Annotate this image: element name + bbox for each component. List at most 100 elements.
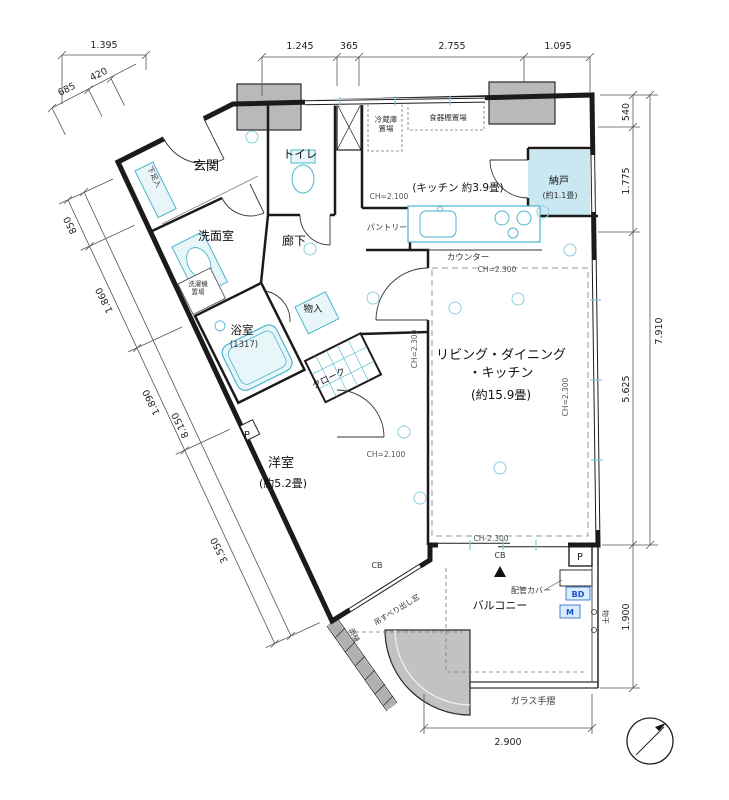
room-label-ldk-2: ・キッチン bbox=[468, 366, 533, 381]
bd-box bbox=[565, 586, 591, 601]
dim-left-1: 850 bbox=[62, 215, 80, 236]
label-cb-left: CB bbox=[371, 561, 382, 570]
room-label-hallway: 廊下 bbox=[282, 233, 306, 248]
label-meter: M bbox=[566, 608, 574, 617]
entrance-door-arc bbox=[163, 138, 225, 165]
hatched-wall-strip bbox=[326, 617, 398, 712]
ch-living-bottom: CH-2.300 bbox=[473, 534, 508, 543]
dim-top-3: 2.755 bbox=[438, 41, 465, 52]
cloak-closet bbox=[303, 331, 383, 404]
room-label-washroom: 洗面室 bbox=[198, 228, 234, 243]
dim-bottom-1: 2.900 bbox=[494, 737, 521, 748]
kitchen-fixtures bbox=[367, 101, 542, 251]
ceiling-drop-outline bbox=[431, 267, 589, 537]
room-label-toilet: トイレ bbox=[283, 147, 318, 161]
room-label-bathroom: 浴室 bbox=[231, 323, 254, 337]
label-p-right: P bbox=[577, 552, 583, 563]
drying-pole-holder bbox=[591, 609, 597, 615]
pipe-cover-box bbox=[559, 569, 593, 587]
ch-pantry: CH=2.100 bbox=[370, 192, 409, 201]
dim-right-total: 7.910 bbox=[654, 317, 665, 344]
dim-right-1: 540 bbox=[621, 103, 632, 121]
labels: 玄関 トイレ 洗面室 廊下 浴室 (1317) 物入 クローク 洋室 (約5.2… bbox=[56, 40, 665, 748]
label-washer-1: 洗濯機 bbox=[188, 279, 208, 288]
room-size-western: (約5.2畳) bbox=[259, 476, 307, 490]
label-drying: 物干 bbox=[601, 610, 610, 624]
dim-top-2: 365 bbox=[340, 41, 358, 52]
dim-right-4: 1.900 bbox=[621, 603, 632, 630]
balcony-linework bbox=[348, 545, 599, 689]
label-cupboard: 食器棚置場 bbox=[429, 112, 467, 122]
dim-diag-b: 420 bbox=[88, 66, 109, 84]
label-cb-right: CB bbox=[494, 551, 505, 560]
stove-burners bbox=[494, 210, 532, 239]
evacuation-marker bbox=[494, 566, 506, 577]
room-label-ldk-1: リビング・ダイニング bbox=[436, 348, 566, 363]
compass-needle bbox=[635, 726, 665, 756]
window-tick-marks bbox=[339, 95, 603, 550]
label-p-left: P bbox=[244, 430, 250, 441]
ch-western: CH=2.100 bbox=[367, 450, 406, 459]
room-size-bathroom: (1317) bbox=[230, 340, 258, 350]
label-pipe-cover: 配管カバー bbox=[511, 585, 551, 595]
dim-top-left: 1.395 bbox=[90, 40, 117, 51]
ch-living-left: CH=2.300 bbox=[410, 329, 419, 368]
bathroom-block bbox=[134, 161, 383, 441]
room-label-western: 洋室 bbox=[268, 455, 294, 471]
door-arcs bbox=[163, 118, 529, 438]
bathroom-door-arc bbox=[264, 290, 291, 323]
pipe-space-box-left bbox=[239, 419, 261, 441]
dim-left-2: 1.860 bbox=[94, 285, 116, 314]
dim-left-3: 1.890 bbox=[141, 387, 163, 416]
dim-top-4: 1.095 bbox=[544, 41, 571, 52]
interior-walls bbox=[149, 100, 598, 545]
dim-right-2: 1.775 bbox=[621, 167, 632, 194]
room-fills bbox=[528, 150, 590, 216]
drain-icon bbox=[214, 320, 226, 332]
label-pantry: パントリー bbox=[367, 223, 407, 232]
room-label-genkan: 玄関 bbox=[193, 159, 219, 174]
faucet-icon bbox=[437, 206, 443, 212]
label-washer-2: 置場 bbox=[192, 287, 206, 296]
label-bd: BD bbox=[572, 590, 585, 599]
ch-living-right: CH=2.300 bbox=[561, 377, 570, 416]
utility-symbols bbox=[245, 130, 577, 505]
room-label-balcony: バルコニー bbox=[473, 599, 528, 612]
dim-left-4: 3.550 bbox=[209, 535, 231, 564]
washroom-door-arc bbox=[221, 197, 265, 217]
label-glass-rail: ガラス手摺 bbox=[511, 695, 556, 707]
dimension-lines bbox=[47, 50, 658, 734]
living-door-arc bbox=[375, 267, 429, 321]
balcony-curve bbox=[384, 629, 471, 716]
dim-right-3: 5.625 bbox=[621, 375, 632, 402]
label-counter: カウンター bbox=[447, 253, 490, 263]
storage-door-arc bbox=[489, 159, 529, 199]
label-refrigerator-1: 冷蔵庫 bbox=[375, 114, 398, 124]
toilet-fixture bbox=[290, 149, 316, 194]
column-right bbox=[488, 81, 556, 125]
balcony-curve-detail bbox=[394, 629, 471, 706]
bedroom-door-arc bbox=[336, 389, 385, 438]
windows bbox=[162, 95, 603, 613]
closet-monoire bbox=[294, 291, 340, 335]
shoe-cabinet bbox=[134, 161, 177, 219]
compass bbox=[626, 717, 674, 765]
room-label-kitchen: (キッチン 約3.9畳) bbox=[412, 181, 503, 194]
bathtub bbox=[221, 324, 293, 391]
label-casement-window: 吊すべり出し窓 bbox=[372, 591, 422, 627]
toilet-door-arc bbox=[299, 214, 331, 246]
dim-top-1: 1.245 bbox=[286, 41, 313, 52]
closet-label-monoire: 物入 bbox=[303, 303, 323, 315]
nando-fill bbox=[528, 150, 590, 216]
ch-living-top: CH=2.300 bbox=[478, 265, 517, 274]
label-refrigerator-2: 置場 bbox=[379, 123, 394, 133]
room-size-nando: (約1.1畳) bbox=[543, 190, 578, 200]
entry-step-line bbox=[161, 175, 259, 225]
room-label-nando: 納戸 bbox=[549, 174, 569, 187]
kitchen-counter bbox=[407, 205, 541, 243]
compass-north-arrow bbox=[655, 723, 666, 731]
washer-space-box bbox=[177, 267, 226, 316]
meter-box bbox=[559, 604, 581, 619]
